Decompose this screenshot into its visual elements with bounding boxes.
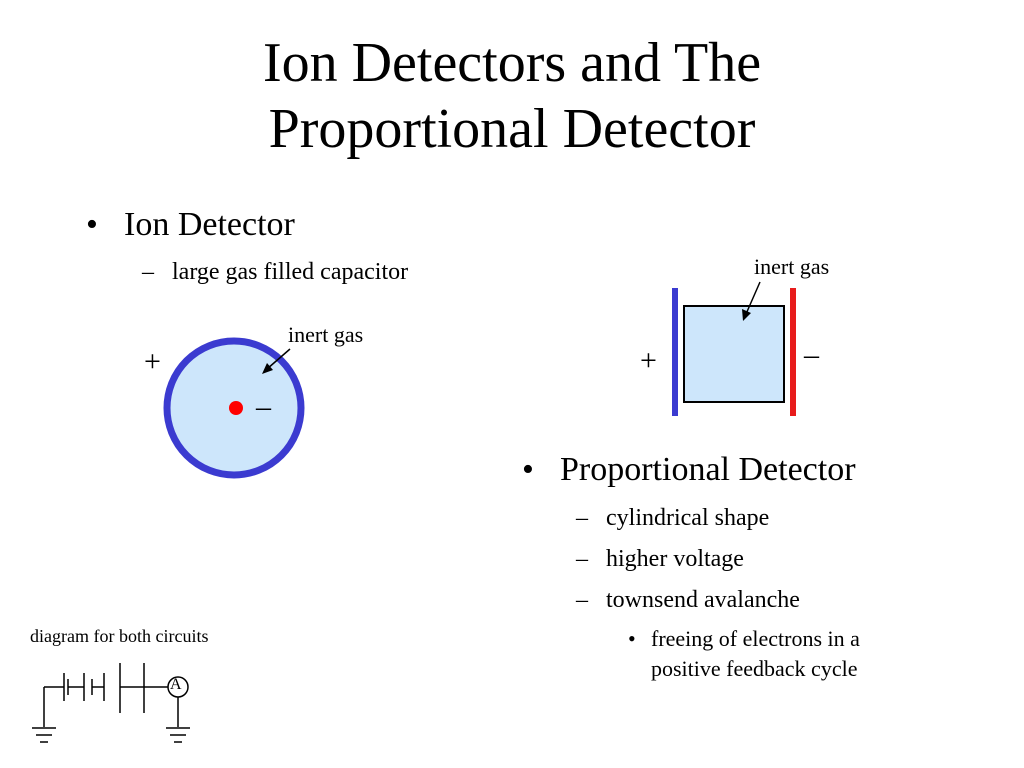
circuit-diagram <box>32 663 190 743</box>
ion-plus-sign: + <box>144 345 161 378</box>
page-title: Ion Detectors and The Proportional Detec… <box>0 30 1024 162</box>
ground-icon <box>166 727 190 743</box>
proportional-detector-diagram <box>672 281 796 416</box>
bullet-marker: • <box>86 206 98 243</box>
sub-bullet-voltage: higher voltage <box>606 546 744 572</box>
feedback-line-1: freeing of electrons in a <box>651 626 860 651</box>
sub-sub-bullet-marker: • <box>628 626 636 651</box>
ion-minus-sign: – <box>256 390 271 423</box>
title-line-1: Ion Detectors and The <box>262 32 762 94</box>
bullet-marker: • <box>522 451 534 488</box>
dash-marker: – <box>576 546 588 572</box>
sub-bullet-cylindrical: cylindrical shape <box>606 505 770 531</box>
prop-plus-sign: + <box>640 344 657 377</box>
center-wire <box>229 401 243 415</box>
dash-marker: – <box>142 259 154 285</box>
battery-icon <box>63 663 121 713</box>
gas-chamber <box>683 305 785 403</box>
detector-gap-icon <box>143 663 168 713</box>
arrow-head <box>262 363 273 374</box>
dash-marker: – <box>576 505 588 531</box>
negative-plate <box>790 288 796 416</box>
ion-gas-label: inert gas <box>288 322 364 347</box>
circuit-wires <box>43 686 179 727</box>
ammeter-label: A <box>170 676 182 693</box>
proportional-detector-bullet: Proportional Detector <box>560 451 856 488</box>
gas-pointer-arrow <box>745 281 761 315</box>
prop-minus-sign: – <box>804 338 819 371</box>
prop-gas-label: inert gas <box>754 254 830 279</box>
gas-pointer-arrow <box>266 348 291 370</box>
dash-marker: – <box>576 587 588 613</box>
sub-bullet-avalanche: townsend avalanche <box>606 587 800 613</box>
circuit-caption: diagram for both circuits <box>30 626 209 646</box>
arrow-head <box>742 309 751 321</box>
ion-detector-diagram <box>163 337 305 479</box>
feedback-line-2: positive feedback cycle <box>651 656 858 681</box>
ammeter-icon <box>167 676 189 698</box>
positive-plate <box>672 288 678 416</box>
title-line-2: Proportional Detector <box>268 98 756 160</box>
ion-detector-sub-bullet: large gas filled capacitor <box>172 259 409 285</box>
ground-icon <box>32 727 56 743</box>
ion-detector-bullet: Ion Detector <box>124 206 295 243</box>
